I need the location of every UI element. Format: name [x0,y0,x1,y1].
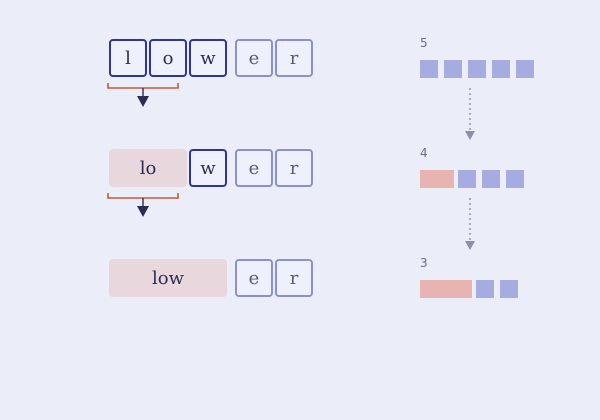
token-o: o [149,39,187,77]
token-square [458,170,476,188]
down-arrow-icon [465,241,475,250]
merge-bracket [107,193,179,199]
token-square [476,280,494,298]
token-square [500,280,518,298]
token-square [482,170,500,188]
down-arrow-icon [465,131,475,140]
token-count-label: 3 [420,256,428,270]
token-r: r [275,39,313,77]
token-square [444,60,462,78]
merge-bracket [107,83,179,89]
token-e: e [235,259,273,297]
token-r: r [275,259,313,297]
down-arrow-icon [137,206,149,217]
token-w: w [189,149,227,187]
token-e: e [235,39,273,77]
token-square [506,170,524,188]
token-r: r [275,149,313,187]
token-square [516,60,534,78]
down-arrow-icon [137,96,149,107]
token-lo: lo [109,149,187,187]
token-e: e [235,149,273,187]
token-count-label: 4 [420,146,428,160]
token-square [492,60,510,78]
merged-token-square [420,170,454,188]
merged-token-square [420,280,472,298]
token-w: w [189,39,227,77]
token-count-label: 5 [420,36,428,50]
token-square [420,60,438,78]
token-square [468,60,486,78]
token-l: l [109,39,147,77]
token-low: low [109,259,227,297]
